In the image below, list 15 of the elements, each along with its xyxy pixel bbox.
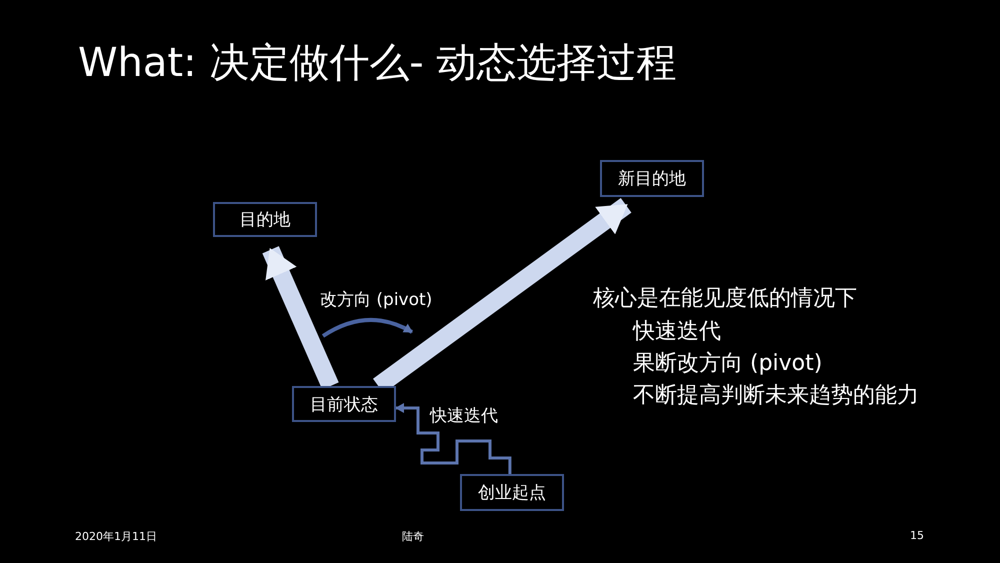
bullet-text: 果断改方向 (pivot) <box>633 350 822 378</box>
edge-label: 快速迭代 <box>430 405 498 427</box>
bullet-text: 不断提高判断未来趋势的能力 <box>633 382 919 410</box>
footer-date: 2020年1月11日 <box>75 529 157 544</box>
label-box: 目前状态 <box>292 386 396 422</box>
bullet-text: 快速迭代 <box>633 318 721 346</box>
staircase-arrow <box>395 403 512 474</box>
annotation-text: 改方向 (pivot) <box>320 289 432 311</box>
label-box: 目的地 <box>213 202 317 237</box>
page-number: 15 <box>910 529 924 542</box>
label-box: 新目的地 <box>600 160 704 197</box>
label-box: 创业起点 <box>460 474 564 511</box>
slide-title: What: 决定做什么- 动态选择过程 <box>78 39 676 88</box>
footer-text: 陆奇 <box>402 529 424 544</box>
body-text: 核心是在能见度低的情况下 <box>593 285 857 313</box>
